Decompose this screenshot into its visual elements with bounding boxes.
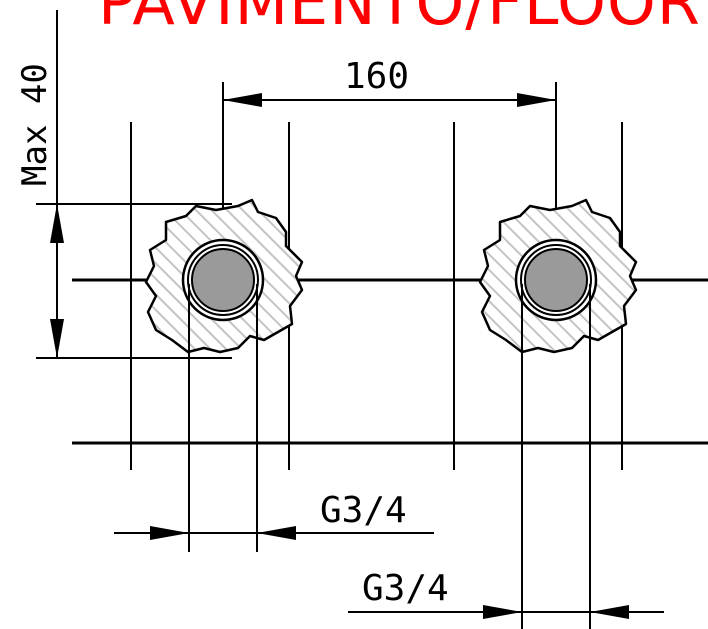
arrow-head [257,526,296,540]
arrow-head [150,526,189,540]
thread-dimension-left: G3/4 [320,490,407,531]
arrow-head [50,319,64,358]
right-fitting [478,198,638,354]
arrow-head [590,605,629,619]
pipe-core [524,248,588,312]
spacing-dimension: 160 [344,56,409,97]
thread-dimension-right: G3/4 [362,568,449,609]
arrow-head [517,93,556,107]
max-depth-dimension: Max 40 [15,63,55,186]
left-fitting [144,198,304,354]
arrow-head [50,204,64,243]
arrow-head [223,93,262,107]
page-title: PAVIMENTO/FLOOR [98,0,701,39]
arrow-head [483,605,522,619]
pipe-core [191,248,255,312]
